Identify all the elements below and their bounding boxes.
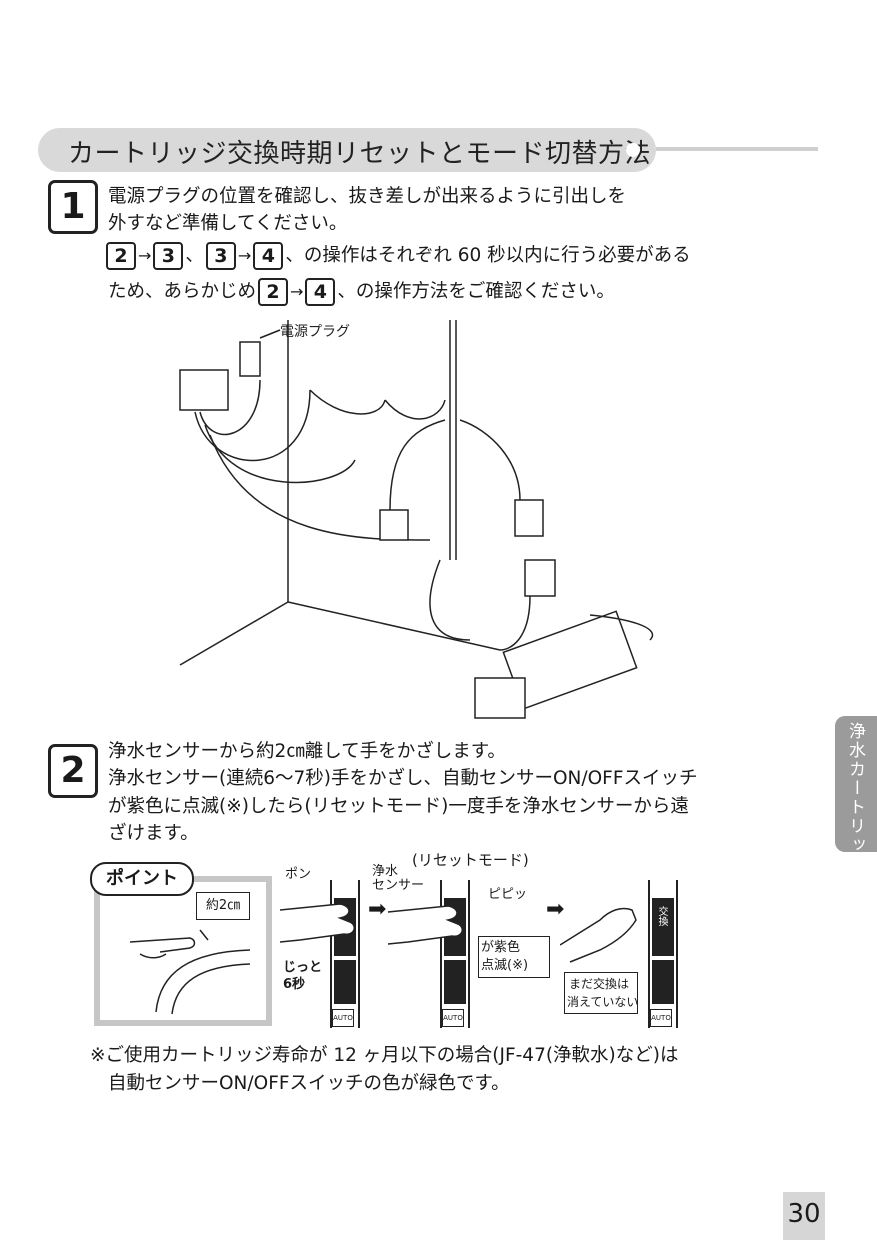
step-1-line-1: 電源プラグの位置を確認し、抜き差しが出来るように引出しを (108, 186, 627, 207)
key-box: 2 (258, 278, 289, 306)
reset-mode-label: (リセットモード) (412, 851, 529, 869)
step-2-line-2: 浄水センサー(連続6〜7秒)手をかざし、自動センサーON/OFFスイッチ (108, 768, 698, 789)
auto-switch-2: AUTO (442, 1009, 464, 1027)
page-number: 30 (783, 1192, 825, 1240)
arrow-right-icon: ➡ (546, 897, 565, 922)
auto-switch-1: AUTO (332, 1009, 354, 1027)
arrow-right-icon: ➡ (368, 897, 387, 922)
point-badge: ポイント (90, 862, 194, 896)
step-2-number: 2 (48, 744, 98, 798)
power-plug-label: 電源プラグ (280, 324, 350, 340)
step-1-line-2: 外すなど準備してください。 (108, 213, 348, 234)
step-2-line-4: ざけます。 (108, 823, 199, 844)
key-box: 3 (205, 242, 236, 270)
sensor-panel-3 (648, 880, 678, 1028)
side-tab-label: 浄水カートリッジ (845, 722, 865, 874)
hand-icon-2 (388, 905, 463, 945)
section-title: カートリッジ交換時期リセットとモード切替方法 (68, 139, 652, 169)
pipipi-label: ピピッ (488, 887, 528, 902)
step-1-number: 1 (48, 180, 98, 234)
header-rule (656, 147, 818, 151)
key-box: 4 (253, 242, 284, 270)
note-line-2: 自動センサーON/OFFスイッチの色が緑色です。 (108, 1073, 510, 1094)
hand-icon-1 (280, 903, 355, 943)
wait-label-2: 6秒 (283, 977, 306, 992)
purple-blink-callout: が紫色 点滅(※) (478, 936, 550, 978)
key-box: 4 (305, 278, 336, 306)
sensor-label-1: 浄水 (372, 864, 399, 879)
key-box: 3 (153, 242, 184, 270)
exchange-indicator: 交換 (656, 906, 667, 926)
hand-distance-illustration (129, 929, 251, 1015)
not-erased-callout: まだ交換は 消えていない (564, 972, 638, 1014)
step-1-line-3: 2→3、3→4、の操作はそれぞれ 60 秒以内に行う必要がある (104, 242, 691, 270)
side-tab (835, 716, 877, 852)
step-2-line-1: 浄水センサーから約2㎝離して手をかざします。 (108, 741, 506, 762)
pon-label: ポン (285, 867, 312, 882)
step-2-line-3: が紫色に点滅(※)したら(リセットモード)一度手を浄水センサーから遠 (108, 796, 689, 817)
auto-switch-3: AUTO (650, 1009, 672, 1027)
key-box: 2 (106, 242, 136, 270)
header-dot (626, 143, 640, 157)
installation-illustration: 電源プラグ (179, 320, 654, 719)
section-header-pill (38, 128, 656, 172)
note-line-1: ※ご使用カートリッジ寿命が 12 ヶ月以下の場合(JF-47(浄軟水)など)は (90, 1045, 679, 1066)
hand-icon-3 (560, 907, 637, 963)
distance-label: 約2㎝ (196, 892, 250, 920)
wait-label-1: じっと (283, 960, 323, 975)
sensor-label-2: センサー (372, 878, 425, 893)
